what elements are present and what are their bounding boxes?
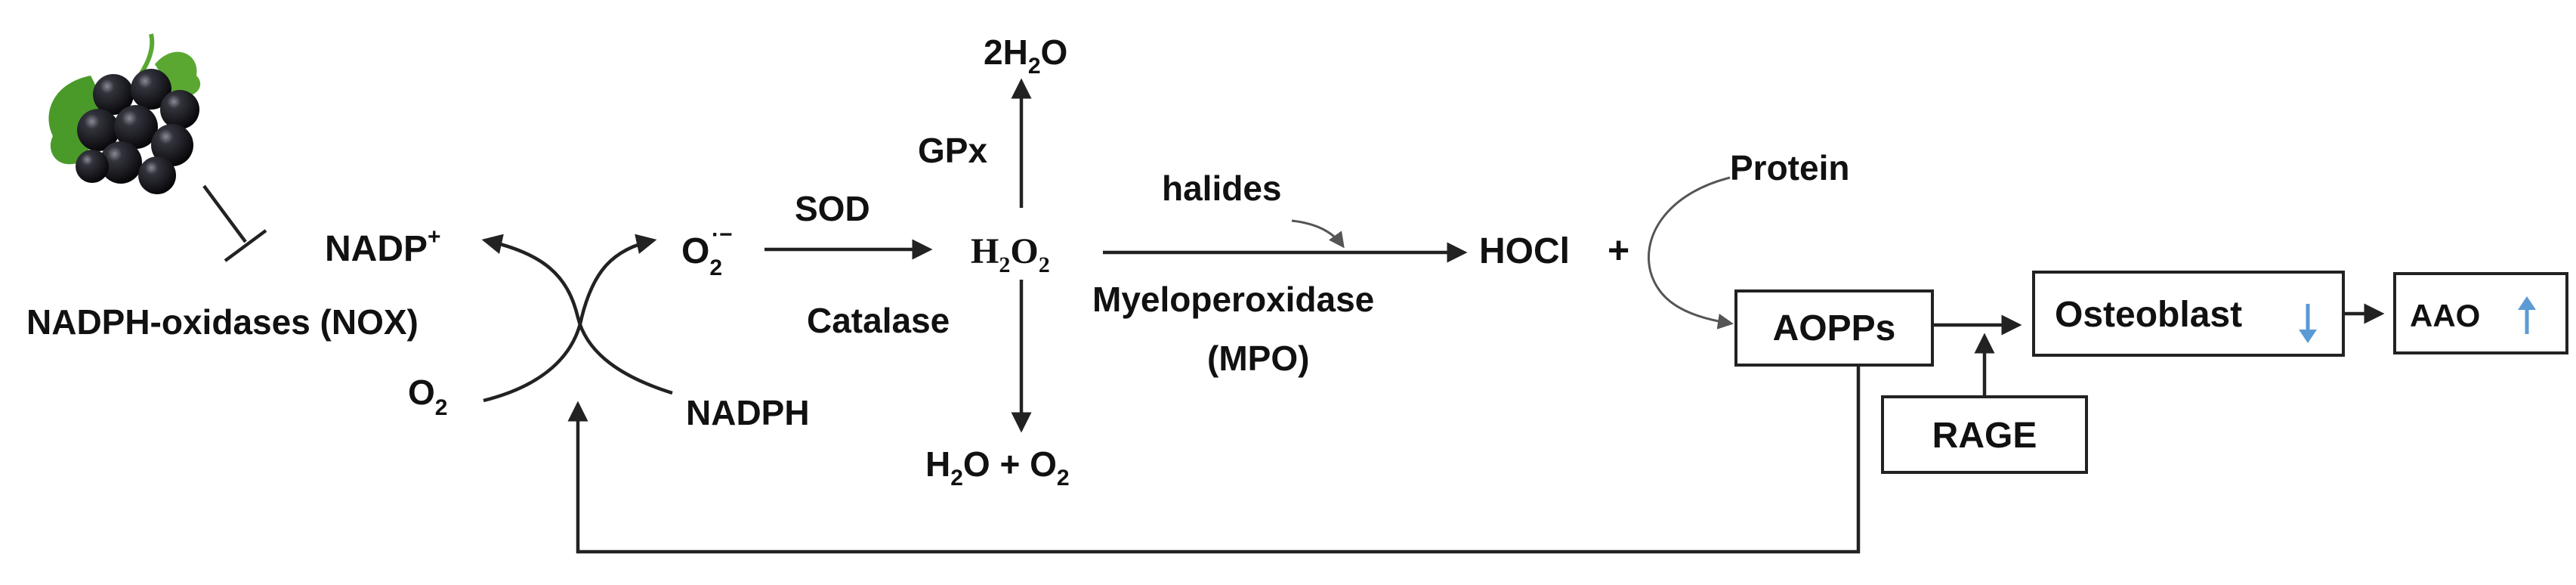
blackcurrant-image — [48, 33, 201, 194]
nadph-label: NADPH — [686, 393, 810, 432]
aopps-node: AOPPs — [1734, 289, 1934, 367]
protein-to-aopps-arrow — [1648, 176, 1734, 330]
rage-label: RAGE — [1932, 416, 2037, 456]
osteoblast-label: Osteoblast — [2055, 295, 2242, 335]
gpx-label: GPx — [918, 131, 987, 170]
osteoblast-node: Osteoblast — [2032, 271, 2345, 357]
mpo-label-line2: (MPO) — [1207, 339, 1309, 378]
two-h2o-label: 2H2O — [984, 32, 1067, 79]
o2-label: O2 — [408, 373, 447, 420]
plus-sign: + — [1608, 229, 1629, 271]
o2-to-superoxide-arrow — [483, 234, 657, 403]
inhibition-symbol — [202, 184, 267, 262]
rage-node: RAGE — [1881, 395, 2088, 474]
h2o-o2-label: H2O + O2 — [925, 444, 1070, 491]
protein-label: Protein — [1730, 148, 1849, 187]
halides-arrow — [1291, 219, 1345, 249]
aao-label: AAO — [2410, 298, 2480, 333]
berries — [76, 69, 199, 194]
h2o2-label: H2O2 — [971, 231, 1050, 277]
aao-node: AAO — [2393, 272, 2568, 354]
mpo-label-line1: Myeloperoxidase — [1092, 280, 1374, 319]
leaf-right — [155, 51, 201, 97]
sod-label: SOD — [795, 189, 870, 228]
catalase-label: Catalase — [807, 301, 950, 340]
nadp-plus-label: NADP+ — [325, 224, 441, 269]
hocl-label: HOCl — [1479, 231, 1570, 271]
halides-label: halides — [1162, 169, 1282, 208]
arrow-down-icon — [2299, 304, 2317, 343]
nadph-to-nadp-arrow — [481, 234, 673, 395]
feedback-arrow — [567, 365, 1861, 554]
arrow-up-icon — [2518, 296, 2536, 334]
superoxide-label: O2·− — [681, 222, 733, 280]
nox-label: NADPH-oxidases (NOX) — [26, 302, 419, 342]
aopps-label: AOPPs — [1773, 308, 1896, 348]
